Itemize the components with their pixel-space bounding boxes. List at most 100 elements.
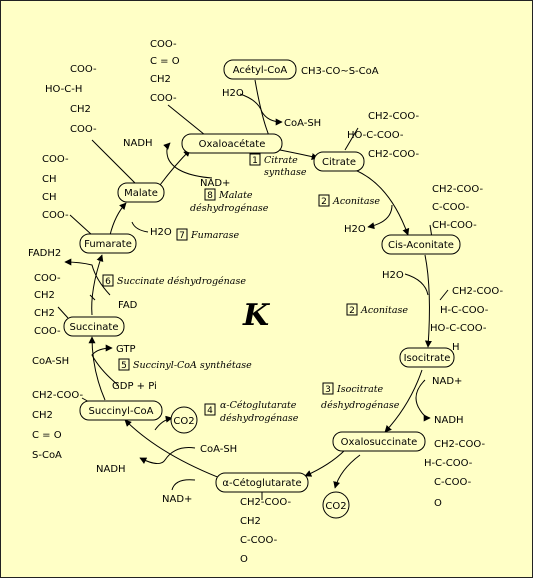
svg-text:3: 3 bbox=[325, 385, 331, 395]
svg-text:CO2: CO2 bbox=[325, 501, 346, 512]
svg-text:Succinyl-CoA: Succinyl-CoA bbox=[88, 406, 153, 417]
structure-cis-aconitate: CH2-COO- C-COO- CH-COO- bbox=[432, 184, 483, 231]
svg-text:CH2-COO-: CH2-COO- bbox=[452, 286, 503, 297]
connector-fumarate bbox=[69, 214, 93, 236]
arrow-nad-nadh-3 bbox=[415, 379, 431, 422]
connector-succinate bbox=[57, 306, 69, 319]
svg-text:CH2-COO-: CH2-COO- bbox=[368, 111, 419, 122]
svg-text:HO-C-H: HO-C-H bbox=[45, 84, 82, 95]
gdp-pi: GDP + Pi bbox=[112, 381, 157, 392]
cofactor-labels: H2O CoA-SH H2O H2O NAD+ NADH CoA-SH NADH… bbox=[28, 88, 464, 505]
enzyme-4: 4 α-Cétoglutarate déshydrogénase bbox=[204, 400, 299, 424]
svg-text:Acétyl-CoA: Acétyl-CoA bbox=[233, 64, 288, 76]
svg-text:déshydrogénase: déshydrogénase bbox=[220, 413, 299, 424]
svg-text:CH: CH bbox=[42, 192, 57, 203]
arrow-co2-4 bbox=[154, 415, 173, 431]
svg-text:Citrate: Citrate bbox=[322, 157, 356, 168]
svg-text:Oxalosuccinate: Oxalosuccinate bbox=[341, 437, 418, 448]
svg-text:CH: CH bbox=[42, 174, 57, 185]
enzyme-1: 1 Citrate synthase bbox=[249, 153, 307, 178]
nadh-3: NADH bbox=[434, 415, 464, 426]
node-oxalosuccinate: Oxalosuccinate bbox=[332, 431, 426, 452]
structure-fumarate: COO- CH CH COO- bbox=[42, 154, 69, 221]
node-malate: Malate bbox=[117, 182, 165, 203]
arrow-nad-4-in bbox=[171, 479, 196, 491]
h2o-7: H2O bbox=[150, 227, 172, 238]
svg-text:Malate: Malate bbox=[124, 188, 158, 199]
svg-text:CH2-COO-: CH2-COO- bbox=[368, 149, 419, 160]
svg-text:synthase: synthase bbox=[264, 167, 307, 178]
svg-text:HO-C-COO-: HO-C-COO- bbox=[347, 130, 404, 141]
svg-text:C-COO-: C-COO- bbox=[432, 202, 470, 213]
arrow-succinate-fumarate bbox=[91, 254, 104, 316]
arrow-acetyl-input bbox=[254, 79, 271, 139]
cycle-title: K bbox=[242, 298, 271, 333]
coa-sh-5: CoA-SH bbox=[32, 356, 69, 367]
arrow-oxalosuccinate-ketoglutarate bbox=[304, 449, 346, 477]
svg-text:Succinate déshydrogénase: Succinate déshydrogénase bbox=[117, 276, 246, 287]
svg-text:Isocitrate: Isocitrate bbox=[404, 353, 451, 364]
h2o-2: H2O bbox=[344, 224, 366, 235]
node-succinate: Succinate bbox=[63, 316, 125, 337]
arrow-h2o-7 bbox=[131, 221, 149, 233]
svg-text:C-COO-: C-COO- bbox=[434, 477, 472, 488]
arrow-co2-3 bbox=[333, 454, 361, 489]
node-succinyl-coa: Succinyl-CoA bbox=[79, 400, 163, 421]
node-cis-aconitate: Cis-Aconitate bbox=[381, 234, 461, 255]
coa-sh-1: CoA-SH bbox=[284, 118, 321, 129]
svg-text:H-C-COO-: H-C-COO- bbox=[424, 458, 473, 469]
svg-text:C = O: C = O bbox=[32, 430, 62, 441]
svg-text:H: H bbox=[452, 342, 460, 353]
svg-text:8: 8 bbox=[207, 191, 213, 201]
svg-text:O: O bbox=[240, 554, 248, 565]
node-alpha-ketoglutarate: α-Cétoglutarate bbox=[215, 472, 309, 493]
node-fumarate: Fumarate bbox=[79, 233, 137, 254]
svg-text:CH2: CH2 bbox=[70, 104, 91, 115]
svg-text:CH2-COO-: CH2-COO- bbox=[432, 184, 483, 195]
nadh-8: NADH bbox=[123, 138, 153, 149]
svg-text:H-C-COO-: H-C-COO- bbox=[440, 305, 489, 316]
h2o-3: H2O bbox=[382, 270, 404, 281]
svg-text:Aconitase: Aconitase bbox=[360, 305, 408, 316]
enzyme-7: 7 Fumarase bbox=[176, 228, 239, 241]
svg-text:HO-C-COO-: HO-C-COO- bbox=[430, 323, 487, 334]
svg-text:Malate: Malate bbox=[218, 190, 253, 201]
svg-text:Cis-Aconitate: Cis-Aconitate bbox=[388, 240, 454, 251]
svg-text:1: 1 bbox=[252, 156, 258, 166]
arrow-h2o-out bbox=[367, 204, 393, 230]
connector-malate bbox=[91, 139, 136, 184]
connector-citrate bbox=[344, 127, 359, 151]
svg-text:COO-: COO- bbox=[150, 93, 177, 104]
structure-oxalosuccinate: CH2-COO- H-C-COO- C-COO- O bbox=[424, 439, 485, 509]
svg-text:7: 7 bbox=[179, 231, 185, 241]
arrow-cis-aconitate-isocitrate bbox=[424, 254, 432, 348]
svg-text:CH2: CH2 bbox=[34, 308, 55, 319]
svg-text:COO-: COO- bbox=[42, 154, 69, 165]
svg-text:CH2-COO-: CH2-COO- bbox=[32, 390, 83, 401]
svg-text:S-CoA: S-CoA bbox=[32, 450, 62, 461]
structure-isocitrate: CH2-COO- H-C-COO- HO-C-COO- H bbox=[430, 286, 503, 353]
svg-text:CH2: CH2 bbox=[240, 516, 261, 527]
svg-text:6: 6 bbox=[105, 277, 111, 287]
svg-text:COO-: COO- bbox=[70, 124, 97, 135]
arrow-nad-nadh-8 bbox=[163, 142, 213, 179]
enzyme-2b: 2 Aconitase bbox=[346, 303, 408, 316]
node-acetyl-coa: Acétyl-CoA bbox=[223, 59, 297, 80]
structure-oxaloacetate: COO- C = O CH2 COO- bbox=[150, 39, 180, 104]
arrow-h2o-coa bbox=[239, 93, 283, 126]
enzyme-3: 3 Isocitrate déshydrogénase bbox=[321, 382, 400, 411]
enzyme-5: 5 Succinyl-CoA synthétase bbox=[118, 358, 252, 371]
svg-text:CH2: CH2 bbox=[150, 74, 171, 85]
svg-text:Fumarase: Fumarase bbox=[190, 230, 239, 241]
arrow-citrate-cis-aconitate bbox=[354, 169, 410, 236]
arrow-fumarate-malate bbox=[109, 202, 127, 236]
gtp: GTP bbox=[116, 344, 136, 355]
structure-alpha-ketoglutarate: CH2-COO- CH2 C-COO- O bbox=[240, 497, 291, 565]
svg-text:déshydrogénase: déshydrogénase bbox=[321, 400, 400, 411]
svg-text:COO-: COO- bbox=[42, 210, 69, 221]
nad-8: NAD+ bbox=[200, 178, 230, 189]
svg-text:CO2: CO2 bbox=[173, 416, 194, 427]
structure-connectors bbox=[57, 104, 449, 500]
svg-text:CH2: CH2 bbox=[34, 290, 55, 301]
